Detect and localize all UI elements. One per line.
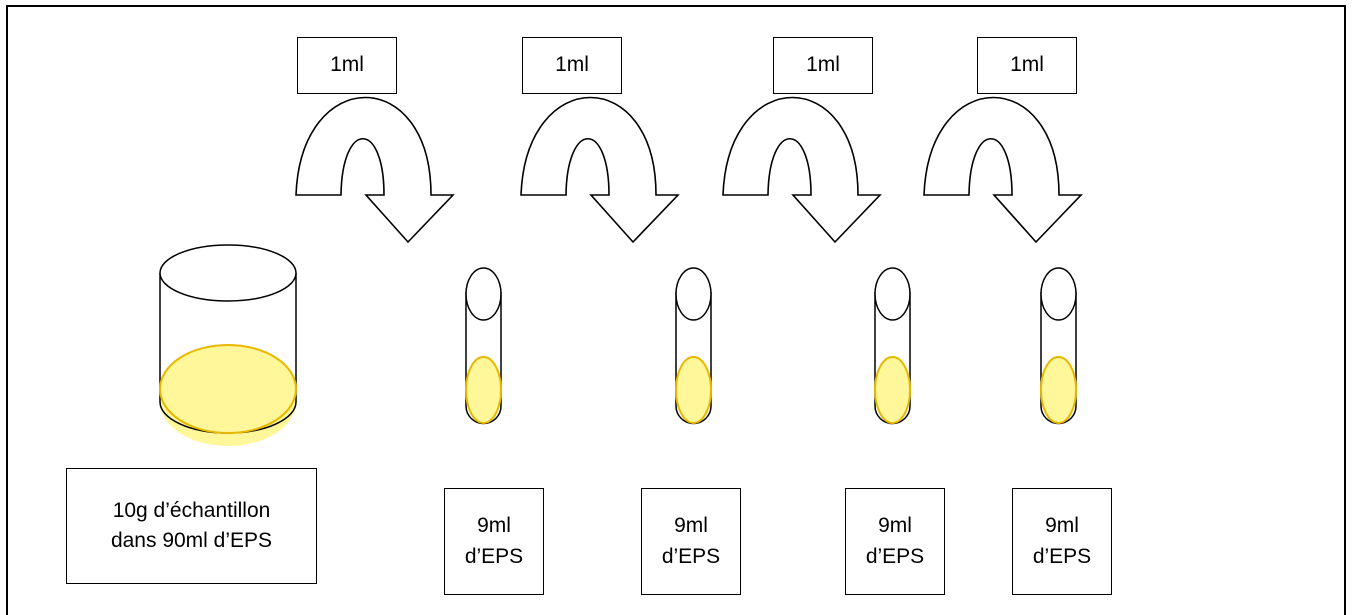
tube-content-text-3: 9ml d’EPS [865, 514, 925, 568]
beaker-rim [159, 244, 297, 302]
test-tube-3 [874, 267, 911, 425]
test-tube-opening-2 [675, 267, 712, 321]
stock-beaker [159, 244, 297, 446]
tube-content-text-4: 9ml d’EPS [1032, 514, 1092, 568]
test-tube-liquid-1 [465, 356, 502, 424]
diagram-frame [6, 5, 1346, 615]
transfer-arrows [295, 96, 1083, 244]
transfer-volume-text-1: 1ml [330, 53, 364, 77]
beaker-liquid-surface [159, 344, 297, 434]
transfer-volume-text-4: 1ml [1010, 53, 1044, 77]
transfer-arrow-2 [520, 96, 680, 244]
test-tube-opening-4 [1040, 267, 1077, 321]
test-tube-2 [675, 267, 712, 425]
sample-description-text: 10g d’échantillon dans 90ml d’EPS [110, 498, 273, 552]
transfer-volume-label-2: 1ml [522, 37, 622, 94]
transfer-arrow-3 [722, 96, 882, 244]
diagram-artwork [159, 96, 1083, 446]
dilution-tubes [465, 267, 1077, 425]
transfer-arrow-1 [295, 96, 455, 244]
tube-content-text-1: 9ml d’EPS [464, 514, 524, 568]
sample-description-box: 10g d’échantillon dans 90ml d’EPS [66, 468, 317, 584]
test-tube-4 [1040, 267, 1077, 425]
tube-content-text-2: 9ml d’EPS [661, 514, 721, 568]
test-tube-1 [465, 267, 502, 425]
test-tube-opening-1 [465, 267, 502, 321]
transfer-volume-text-2: 1ml [555, 53, 589, 77]
test-tube-liquid-4 [1040, 356, 1077, 424]
transfer-volume-label-4: 1ml [977, 37, 1077, 94]
test-tube-opening-3 [874, 267, 911, 321]
test-tube-liquid-3 [874, 356, 911, 424]
tube-content-label-1: 9ml d’EPS [444, 488, 544, 595]
tube-content-label-2: 9ml d’EPS [641, 488, 741, 595]
transfer-volume-label-3: 1ml [773, 37, 873, 94]
tube-content-label-4: 9ml d’EPS [1012, 488, 1112, 595]
transfer-arrow-4 [923, 96, 1083, 244]
transfer-volume-label-1: 1ml [297, 37, 397, 94]
transfer-volume-text-3: 1ml [806, 53, 840, 77]
test-tube-liquid-2 [675, 356, 712, 424]
tube-content-label-3: 9ml d’EPS [845, 488, 945, 595]
